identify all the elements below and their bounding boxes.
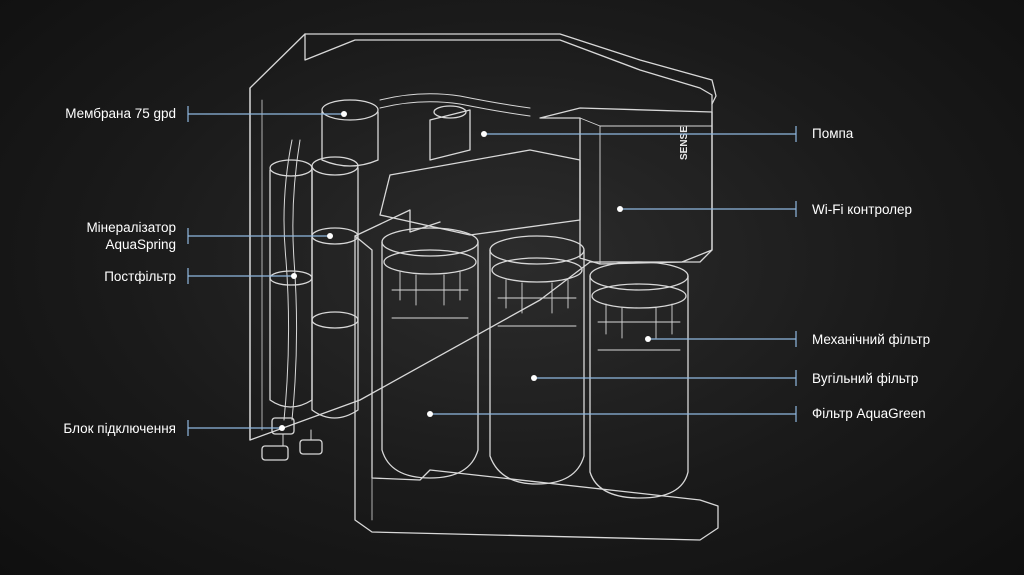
- back-panel: [249, 33, 713, 441]
- marker-wifi: [617, 206, 623, 212]
- top-cover: [304, 33, 717, 105]
- label-postfilter: Постфільтр: [104, 269, 176, 284]
- label-membrane: Мембрана 75 gpd: [65, 106, 176, 121]
- label-mineralizer-line1: Мінералізатор: [86, 220, 176, 235]
- mechanical-housing: [589, 261, 689, 499]
- brand-logo: SENSE: [679, 126, 690, 160]
- marker-membrane: [341, 111, 347, 117]
- marker-mechanical: [645, 336, 651, 342]
- label-mineralizer: Мінералізатор AquaSpring: [86, 219, 176, 253]
- front-bracket: [354, 235, 719, 541]
- membrane-housing: [321, 99, 379, 167]
- label-pump: Помпа: [812, 126, 854, 141]
- marker-carbon: [531, 375, 537, 381]
- connection-fittings: [261, 417, 323, 461]
- pump-block: [429, 109, 471, 161]
- marker-connection: [279, 425, 285, 431]
- front-frame: [354, 209, 441, 237]
- mineralizer-cartridge: [311, 156, 359, 419]
- label-mineralizer-line2: AquaSpring: [105, 237, 176, 252]
- marker-aquagreen: [427, 411, 433, 417]
- label-connection-block: Блок підключення: [63, 421, 176, 436]
- carbon-housing: [489, 235, 585, 485]
- marker-postfilter: [291, 273, 297, 279]
- label-mechanical-filter: Механічний фільтр: [812, 332, 931, 347]
- marker-mineralizer: [327, 233, 333, 239]
- label-carbon-filter: Вугільний фільтр: [812, 371, 919, 386]
- marker-pump: [481, 131, 487, 137]
- aquagreen-housing: [381, 227, 479, 479]
- label-wifi-controller: Wi-Fi контролер: [812, 202, 913, 217]
- label-aquagreen-filter: Фільтр AquaGreen: [812, 406, 926, 421]
- postfilter-cartridge: [269, 159, 313, 408]
